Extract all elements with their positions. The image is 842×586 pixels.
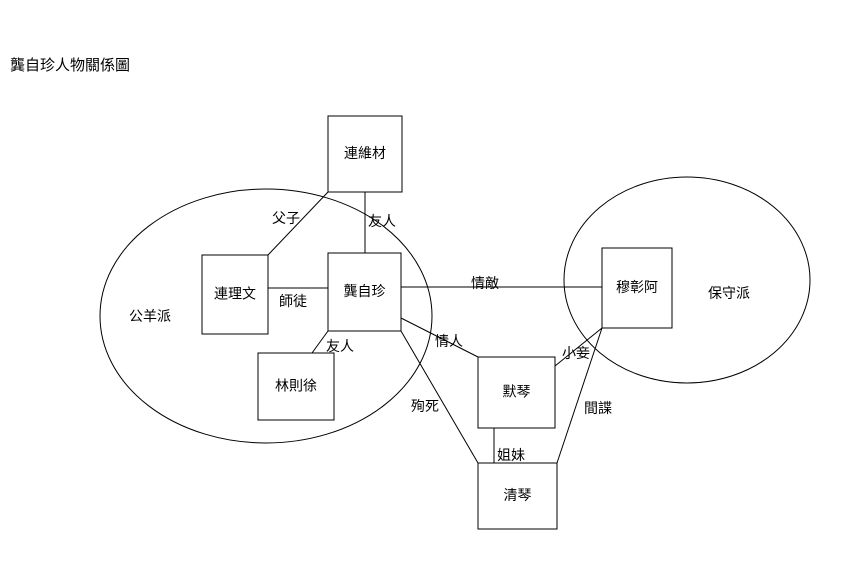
node-label: 穆彰阿 (616, 279, 658, 296)
edge-e_fuzi (267, 191, 329, 256)
diagram-title: 龔自珍人物關係圖 (10, 56, 131, 74)
node-label: 連維材 (344, 146, 386, 162)
node-box[interactable] (257, 352, 335, 421)
node-box[interactable] (327, 252, 402, 332)
node-label: 清琴 (504, 488, 532, 504)
node-box[interactable] (477, 356, 556, 429)
node-mo_qin[interactable]: 默琴 (477, 356, 556, 429)
edge-label: 間諜 (584, 401, 612, 417)
edge-label: 姐妹 (497, 448, 525, 464)
node-qing_qin[interactable]: 清琴 (477, 462, 558, 530)
node-lian_liwen[interactable]: 連理文 (201, 254, 269, 335)
node-lian_weicai[interactable]: 連維材 (327, 115, 403, 193)
node-box[interactable] (477, 462, 558, 530)
edge-line (554, 327, 603, 367)
node-mu_zhanga[interactable]: 穆彰阿 (601, 247, 673, 329)
edge-label: 師徒 (279, 294, 307, 310)
edge-label: 友人 (326, 339, 354, 355)
node-label: 默琴 (503, 385, 531, 401)
edge-e_xunsi (400, 330, 479, 464)
group-label: 保守派 (708, 286, 750, 302)
edge-line (556, 327, 603, 464)
node-lin_zexu[interactable]: 林則徐 (257, 352, 335, 421)
edge-e_xiaoqie (554, 327, 603, 367)
node-label: 連理文 (214, 287, 256, 303)
edge-label: 殉死 (411, 399, 439, 415)
group-ellipse (99, 188, 433, 444)
node-gong_zizhen[interactable]: 龔自珍 (327, 252, 402, 332)
node-box[interactable] (327, 115, 403, 193)
edge-e_jiandie (556, 327, 603, 464)
node-label: 龔自珍 (344, 283, 386, 300)
edge-line (400, 317, 479, 358)
edge-line (400, 330, 479, 464)
group-baoshou (563, 176, 811, 384)
node-label: 林則徐 (275, 379, 317, 395)
node-box[interactable] (601, 247, 673, 329)
edge-line (311, 330, 329, 354)
group-ellipse (563, 176, 811, 384)
edge-e_qingren (400, 317, 479, 358)
edge-label: 友人 (368, 214, 396, 230)
edge-label: 情人 (435, 334, 463, 350)
edge-e_youren2 (311, 330, 329, 354)
edge-label: 父子 (272, 211, 300, 227)
edge-line (267, 191, 329, 256)
edge-label: 小妾 (562, 346, 590, 362)
group-label: 公羊派 (129, 309, 171, 325)
edge-label: 情敵 (471, 276, 499, 292)
group-gongyang (99, 188, 433, 444)
node-box[interactable] (201, 254, 269, 335)
